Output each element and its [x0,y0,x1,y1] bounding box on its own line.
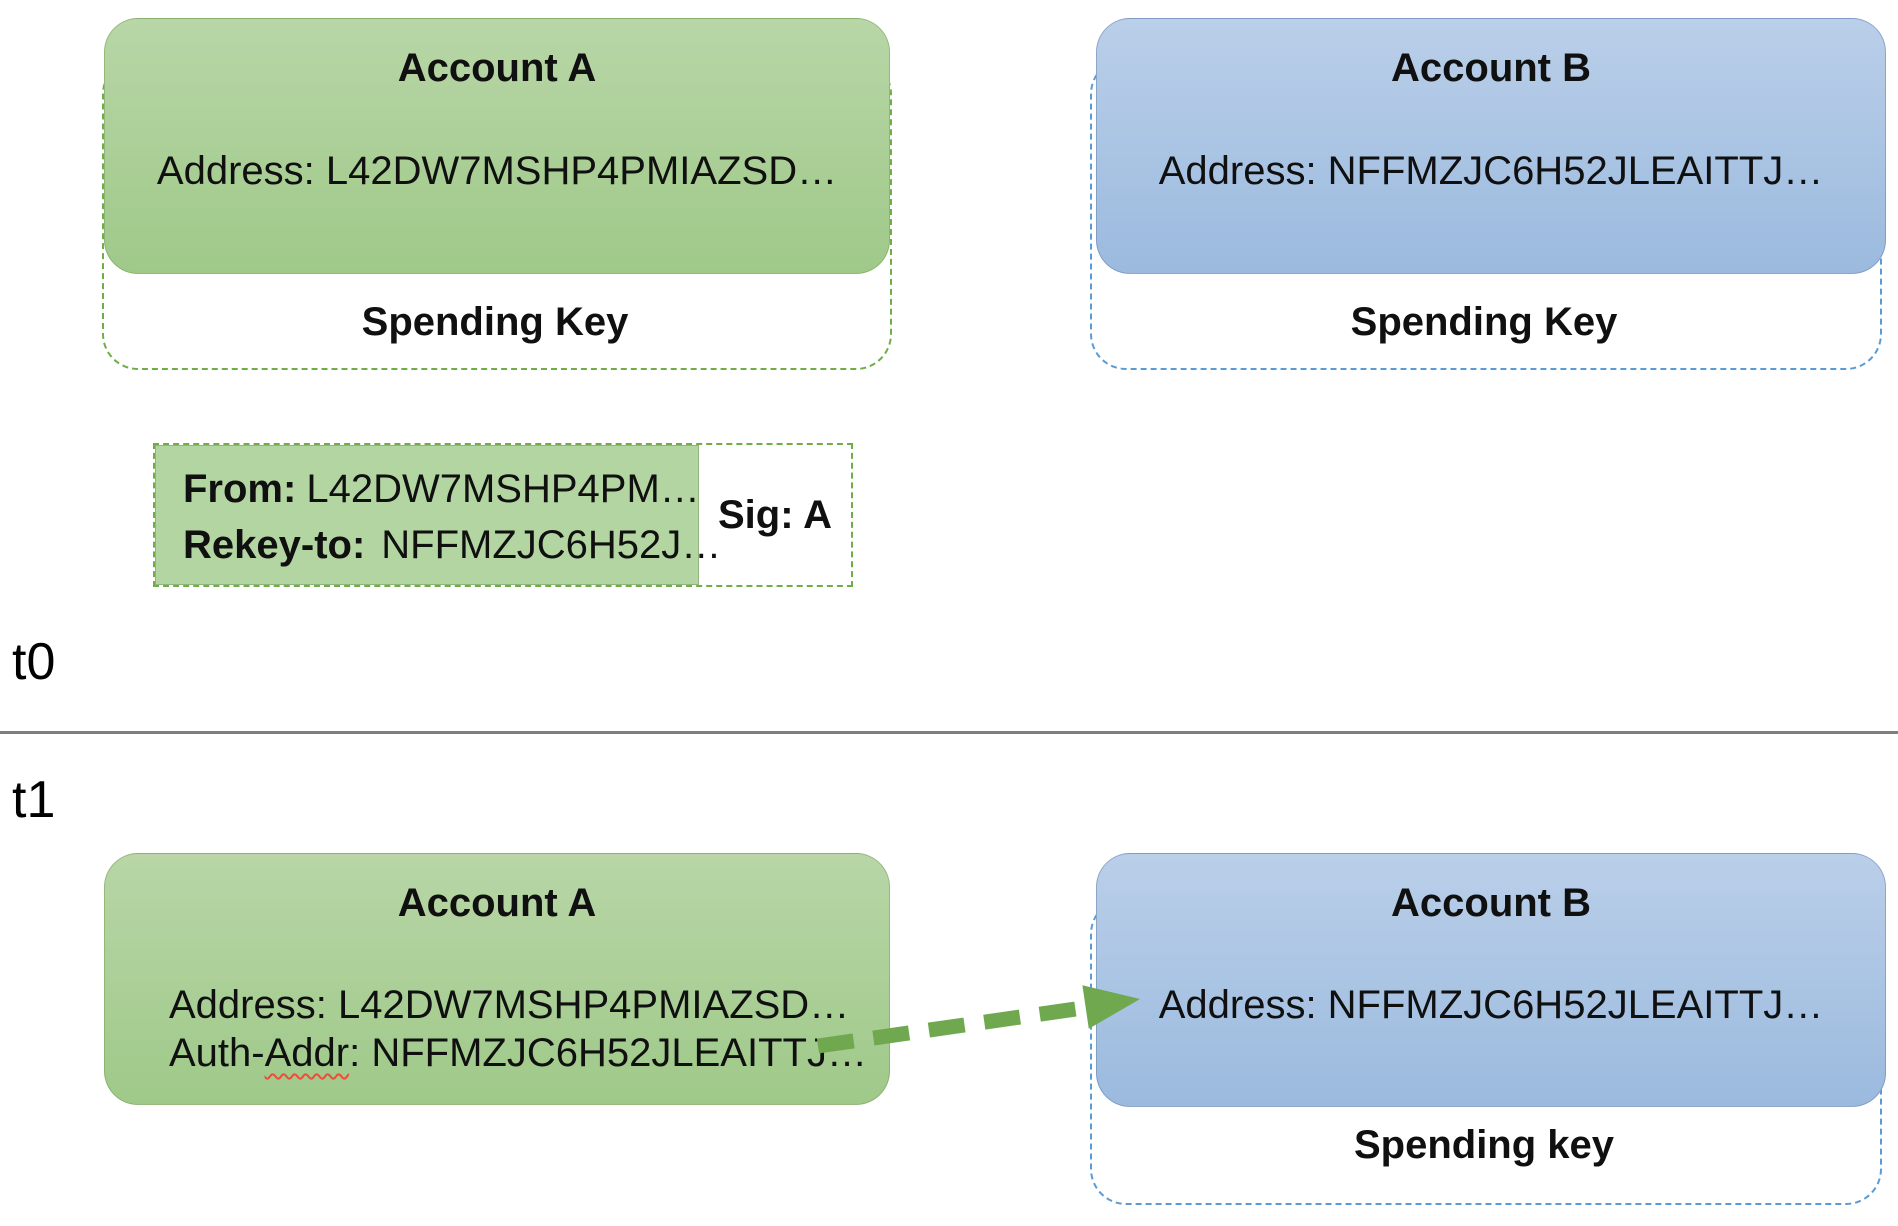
spending-key-label-a-t0: Spending Key [361,300,629,344]
transaction-from-line: From:L42DW7MSHP4PM… [183,463,700,515]
account-b-title-t1: Account B [1391,881,1591,925]
t1-label: t1 [12,771,56,829]
auth-addr-rest: : NFFMZJC6H52JLEAITTJ… [349,1031,867,1075]
account-a-title-t0: Account A [397,46,597,90]
transaction-signature-cell: Sig: A [717,492,833,537]
transaction-rekey-label: Rekey-to: [183,523,366,567]
rekey-transaction-fill [155,445,699,585]
spending-key-label-b-t1: Spending key [1353,1123,1615,1167]
timeline-divider [0,731,1898,734]
auth-addr-misspelled-word: Addr [264,1031,350,1075]
transaction-rekey-line: Rekey-to: NFFMZJC6H52J… [183,519,721,571]
account-b-address-t1: Address: NFFMZJC6H52JLEAITTJ… [1158,983,1824,1027]
account-a-box-t1: Account A Address: L42DW7MSHP4PMIAZSD… A… [104,853,890,1105]
auth-addr-prefix: Auth- [169,1031,265,1075]
account-a-address-t0: Address: L42DW7MSHP4PMIAZSD… [156,149,838,193]
transaction-rekey-value: NFFMZJC6H52J… [381,523,722,567]
account-a-address-t1: Address: L42DW7MSHP4PMIAZSD… [169,983,850,1027]
account-a-auth-addr-line: Auth-Addr: NFFMZJC6H52JLEAITTJ… [169,1029,867,1077]
account-b-box-t1: Account B Address: NFFMZJC6H52JLEAITTJ… [1096,853,1886,1107]
transaction-from-value: L42DW7MSHP4PM… [306,467,700,511]
account-b-address-t0: Address: NFFMZJC6H52JLEAITTJ… [1158,149,1824,193]
transaction-from-label: From: [183,467,297,511]
account-a-title-t1: Account A [397,881,597,925]
account-b-title-t0: Account B [1391,46,1591,90]
spending-key-label-b-t0: Spending Key [1350,300,1618,344]
rekey-transaction-box: From:L42DW7MSHP4PM… Rekey-to: NFFMZJC6H52… [153,443,853,587]
t0-label: t0 [12,633,56,691]
account-a-box-t0: Account A Address: L42DW7MSHP4PMIAZSD… [104,18,890,274]
account-b-box-t0: Account B Address: NFFMZJC6H52JLEAITTJ… [1096,18,1886,274]
